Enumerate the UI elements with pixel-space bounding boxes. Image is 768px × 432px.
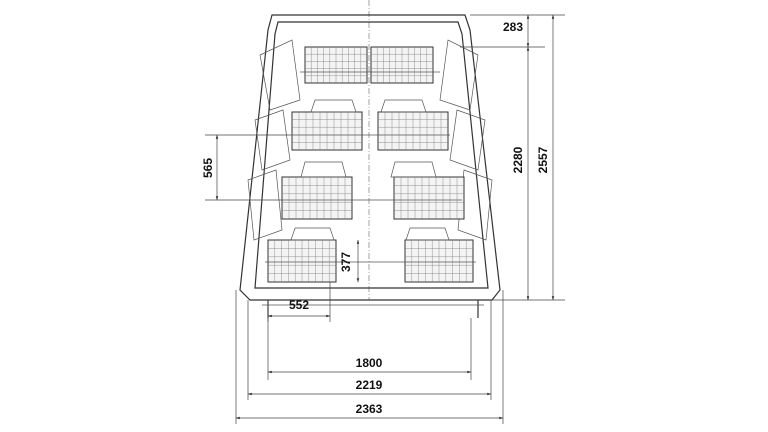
cage-tier-1 [300,46,440,84]
dim-label-top-clearance: 283 [503,20,523,34]
dim-left [205,134,290,201]
dim-label-frame-width: 2219 [356,378,383,392]
dim-widths [235,290,504,424]
dim-label-cage-depth: 552 [289,298,309,312]
dim-label-inner-height: 2280 [511,146,525,173]
cage-mesh [268,47,473,282]
dim-label-total-width: 2363 [356,402,383,416]
cage-tier-4 [265,227,476,283]
dim-right [460,14,565,301]
dim-label-cage-height: 377 [339,252,353,272]
dim-label-total-height: 2557 [536,146,550,173]
dim-label-tier-spacing: 565 [201,158,215,178]
dim-label-base-width: 1800 [356,356,383,370]
